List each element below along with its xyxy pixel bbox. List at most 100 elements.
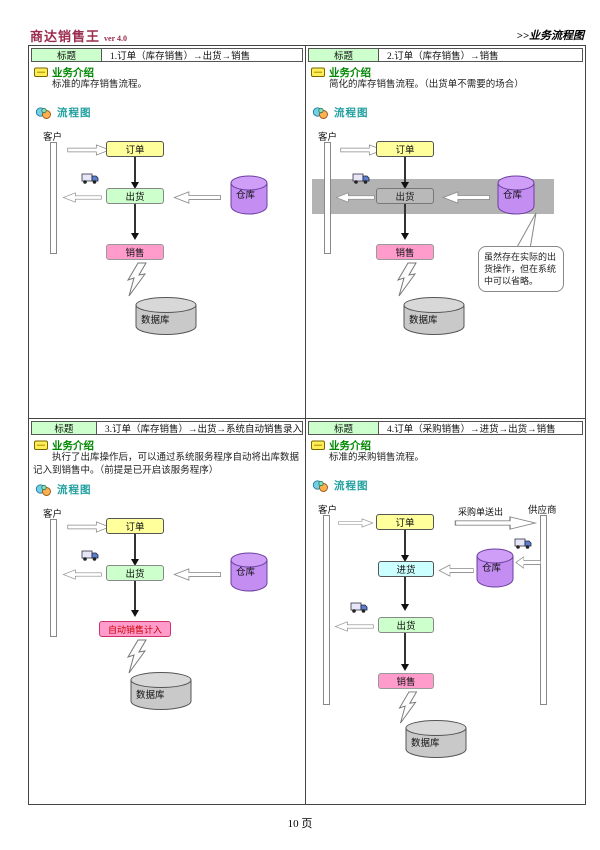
connector-down (401, 530, 409, 562)
node-stock-in: 进货 (378, 561, 434, 577)
intro-label: 业务介绍 (52, 441, 94, 452)
flow-label: 流程图 (57, 485, 92, 496)
title-label: 标题 (309, 49, 379, 62)
title-label: 标题 (32, 422, 97, 435)
panel-3: 标题 3.订单（库存销售）→出货→系统自动销售录入 业务介绍 执行了出库操作后，… (29, 419, 306, 804)
node-order: 订单 (376, 514, 434, 530)
app-logo-text: 商达销售王 (30, 29, 101, 44)
panel-4-title: 4.订单（采购销售）→进货→出货→销售 (387, 425, 556, 435)
database-label: 数据库 (411, 739, 440, 749)
note-card-icon (34, 67, 48, 77)
delivery-truck-icon (350, 602, 368, 613)
panel-3-flow-header: 流程图 (35, 482, 92, 497)
node-ship-omitted: 出货 (376, 188, 434, 204)
panel-4-flow-header: 流程图 (312, 478, 369, 493)
node-sale: 销售 (106, 244, 164, 260)
arrow-left-icon (62, 569, 102, 580)
flow-label: 流程图 (334, 481, 369, 492)
arrow-right-icon (454, 516, 536, 530)
flowchart-icon (312, 479, 328, 492)
panel-2-intro-header: 业务介绍 (311, 65, 371, 80)
title-label: 标题 (309, 422, 379, 435)
arrow-left-icon (442, 191, 490, 204)
arrow-right-icon (67, 144, 110, 156)
note-card-icon (311, 67, 325, 77)
actor-customer-label: 客户 (318, 506, 338, 516)
connector-down (131, 534, 139, 566)
lightning-icon (397, 262, 417, 297)
arrow-right-icon (67, 521, 110, 533)
intro-label: 业务介绍 (329, 68, 371, 79)
title-label: 标题 (32, 49, 102, 62)
panel-1-description: 标准的库存销售流程。 (52, 80, 148, 90)
callout-note: 虽然存在实际的出货操作，但在系统中可以省略。 (478, 246, 564, 292)
database-label: 数据库 (409, 316, 438, 326)
lightning-icon (127, 639, 147, 674)
connector-down (131, 157, 139, 189)
node-ship: 出货 (106, 565, 164, 581)
panel-3-intro-header: 业务介绍 (34, 438, 94, 453)
arrow-left-icon (438, 564, 474, 577)
database-label: 数据库 (136, 691, 165, 701)
node-auto-sale-entry: 自动销售计入 (99, 621, 171, 637)
arrow-left-icon (173, 568, 221, 581)
delivery-truck-icon (352, 173, 370, 184)
warehouse-label: 仓库 (482, 564, 502, 574)
intro-label: 业务介绍 (329, 441, 371, 452)
panel-4-description: 标准的采购销售流程。 (329, 453, 425, 463)
purchase-order-sent-label: 采购单送出 (458, 507, 504, 517)
page-number: 10 页 (287, 818, 313, 830)
database-label: 数据库 (141, 316, 170, 326)
panel-2-titlebar: 标题 2.订单（库存销售）→销售 (308, 48, 583, 62)
actor-customer-label: 客户 (43, 510, 63, 520)
customer-lifeline (50, 142, 57, 254)
panel-2-description: 简化的库存销售流程。（出货单不需要的场合） (329, 80, 524, 90)
quadrant-grid: 标题 1.订单（库存销售）→出货→销售 业务介绍 标准的库存销售流程。 流程图 … (28, 45, 586, 805)
flow-label: 流程图 (57, 108, 92, 119)
panel-3-description: 执行了出库操作后，可以通过系统服务程序自动将出库数据记入到销售中。（前提是已开启… (33, 453, 300, 476)
panel-3-title: 3.订单（库存销售）→出货→系统自动销售录入 (104, 425, 302, 435)
page-title: >>业务流程图 (516, 30, 584, 42)
node-ship: 出货 (106, 188, 164, 204)
panel-4-titlebar: 标题 4.订单（采购销售）→进货→出货→销售 (308, 421, 583, 435)
delivery-truck-icon (81, 550, 99, 561)
arrow-left-icon (336, 192, 375, 203)
node-sale: 销售 (376, 244, 434, 260)
note-card-icon (34, 440, 48, 450)
panel-2-title: 2.订单（库存销售）→销售 (387, 52, 499, 62)
app-version: ver 4.0 (104, 34, 127, 43)
flowchart-icon (312, 106, 328, 119)
panel-2: 标题 2.订单（库存销售）→销售 业务介绍 简化的库存销售流程。（出货单不需要的… (306, 46, 585, 419)
connector-down (401, 157, 409, 189)
panel-1-intro-header: 业务介绍 (34, 65, 94, 80)
panel-1: 标题 1.订单（库存销售）→出货→销售 业务介绍 标准的库存销售流程。 流程图 … (29, 46, 306, 419)
panel-3-titlebar: 标题 3.订单（库存销售）→出货→系统自动销售录入 (31, 421, 303, 435)
node-order: 订单 (106, 141, 164, 157)
node-sale: 销售 (378, 673, 434, 689)
arrow-left-icon (173, 191, 221, 204)
lightning-icon (127, 262, 147, 297)
panel-4: 标题 4.订单（采购销售）→进货→出货→销售 业务介绍 标准的采购销售流程。 流… (306, 419, 585, 804)
actor-customer-label: 客户 (318, 133, 338, 143)
panel-1-flow-header: 流程图 (35, 105, 92, 120)
customer-lifeline (324, 142, 331, 254)
flowchart-icon (35, 483, 51, 496)
warehouse-label: 仓库 (236, 568, 256, 578)
connector-down (131, 581, 139, 617)
arrow-left-icon (515, 556, 541, 569)
arrow-right-icon (338, 518, 374, 528)
note-card-icon (311, 440, 325, 450)
connector-down (401, 633, 409, 671)
panel-2-flow-header: 流程图 (312, 105, 369, 120)
flowchart-icon (35, 106, 51, 119)
arrow-left-icon (62, 192, 102, 203)
panel-4-intro-header: 业务介绍 (311, 438, 371, 453)
panel-1-titlebar: 标题 1.订单（库存销售）→出货→销售 (31, 48, 303, 62)
callout-pointer (515, 212, 537, 250)
node-order: 订单 (106, 518, 164, 534)
intro-label: 业务介绍 (52, 68, 94, 79)
actor-supplier-label: 供应商 (528, 506, 557, 516)
customer-lifeline (323, 515, 330, 705)
